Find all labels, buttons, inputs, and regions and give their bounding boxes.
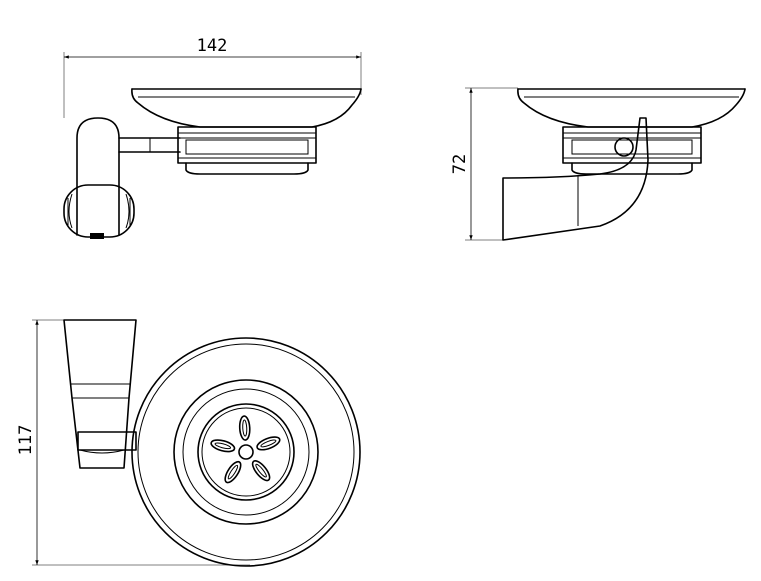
side-soap-dish (517, 88, 746, 175)
top-view: 117 (16, 319, 361, 567)
support-arm (118, 137, 181, 153)
height-dimension: 72 (450, 87, 518, 241)
top-bracket (63, 319, 137, 469)
top-dish (131, 337, 361, 567)
soap-dish (131, 88, 362, 175)
width-dimension-label: 142 (197, 36, 228, 56)
wall-mount (63, 117, 135, 239)
front-view: 142 (63, 36, 362, 239)
side-view: 72 (450, 87, 746, 241)
height-dimension-label: 72 (450, 154, 470, 174)
depth-dimension-label: 117 (16, 425, 36, 456)
depth-dimension: 117 (16, 319, 250, 566)
side-bracket (502, 117, 649, 241)
width-dimension: 142 (63, 36, 362, 118)
drain-petals (210, 415, 281, 484)
